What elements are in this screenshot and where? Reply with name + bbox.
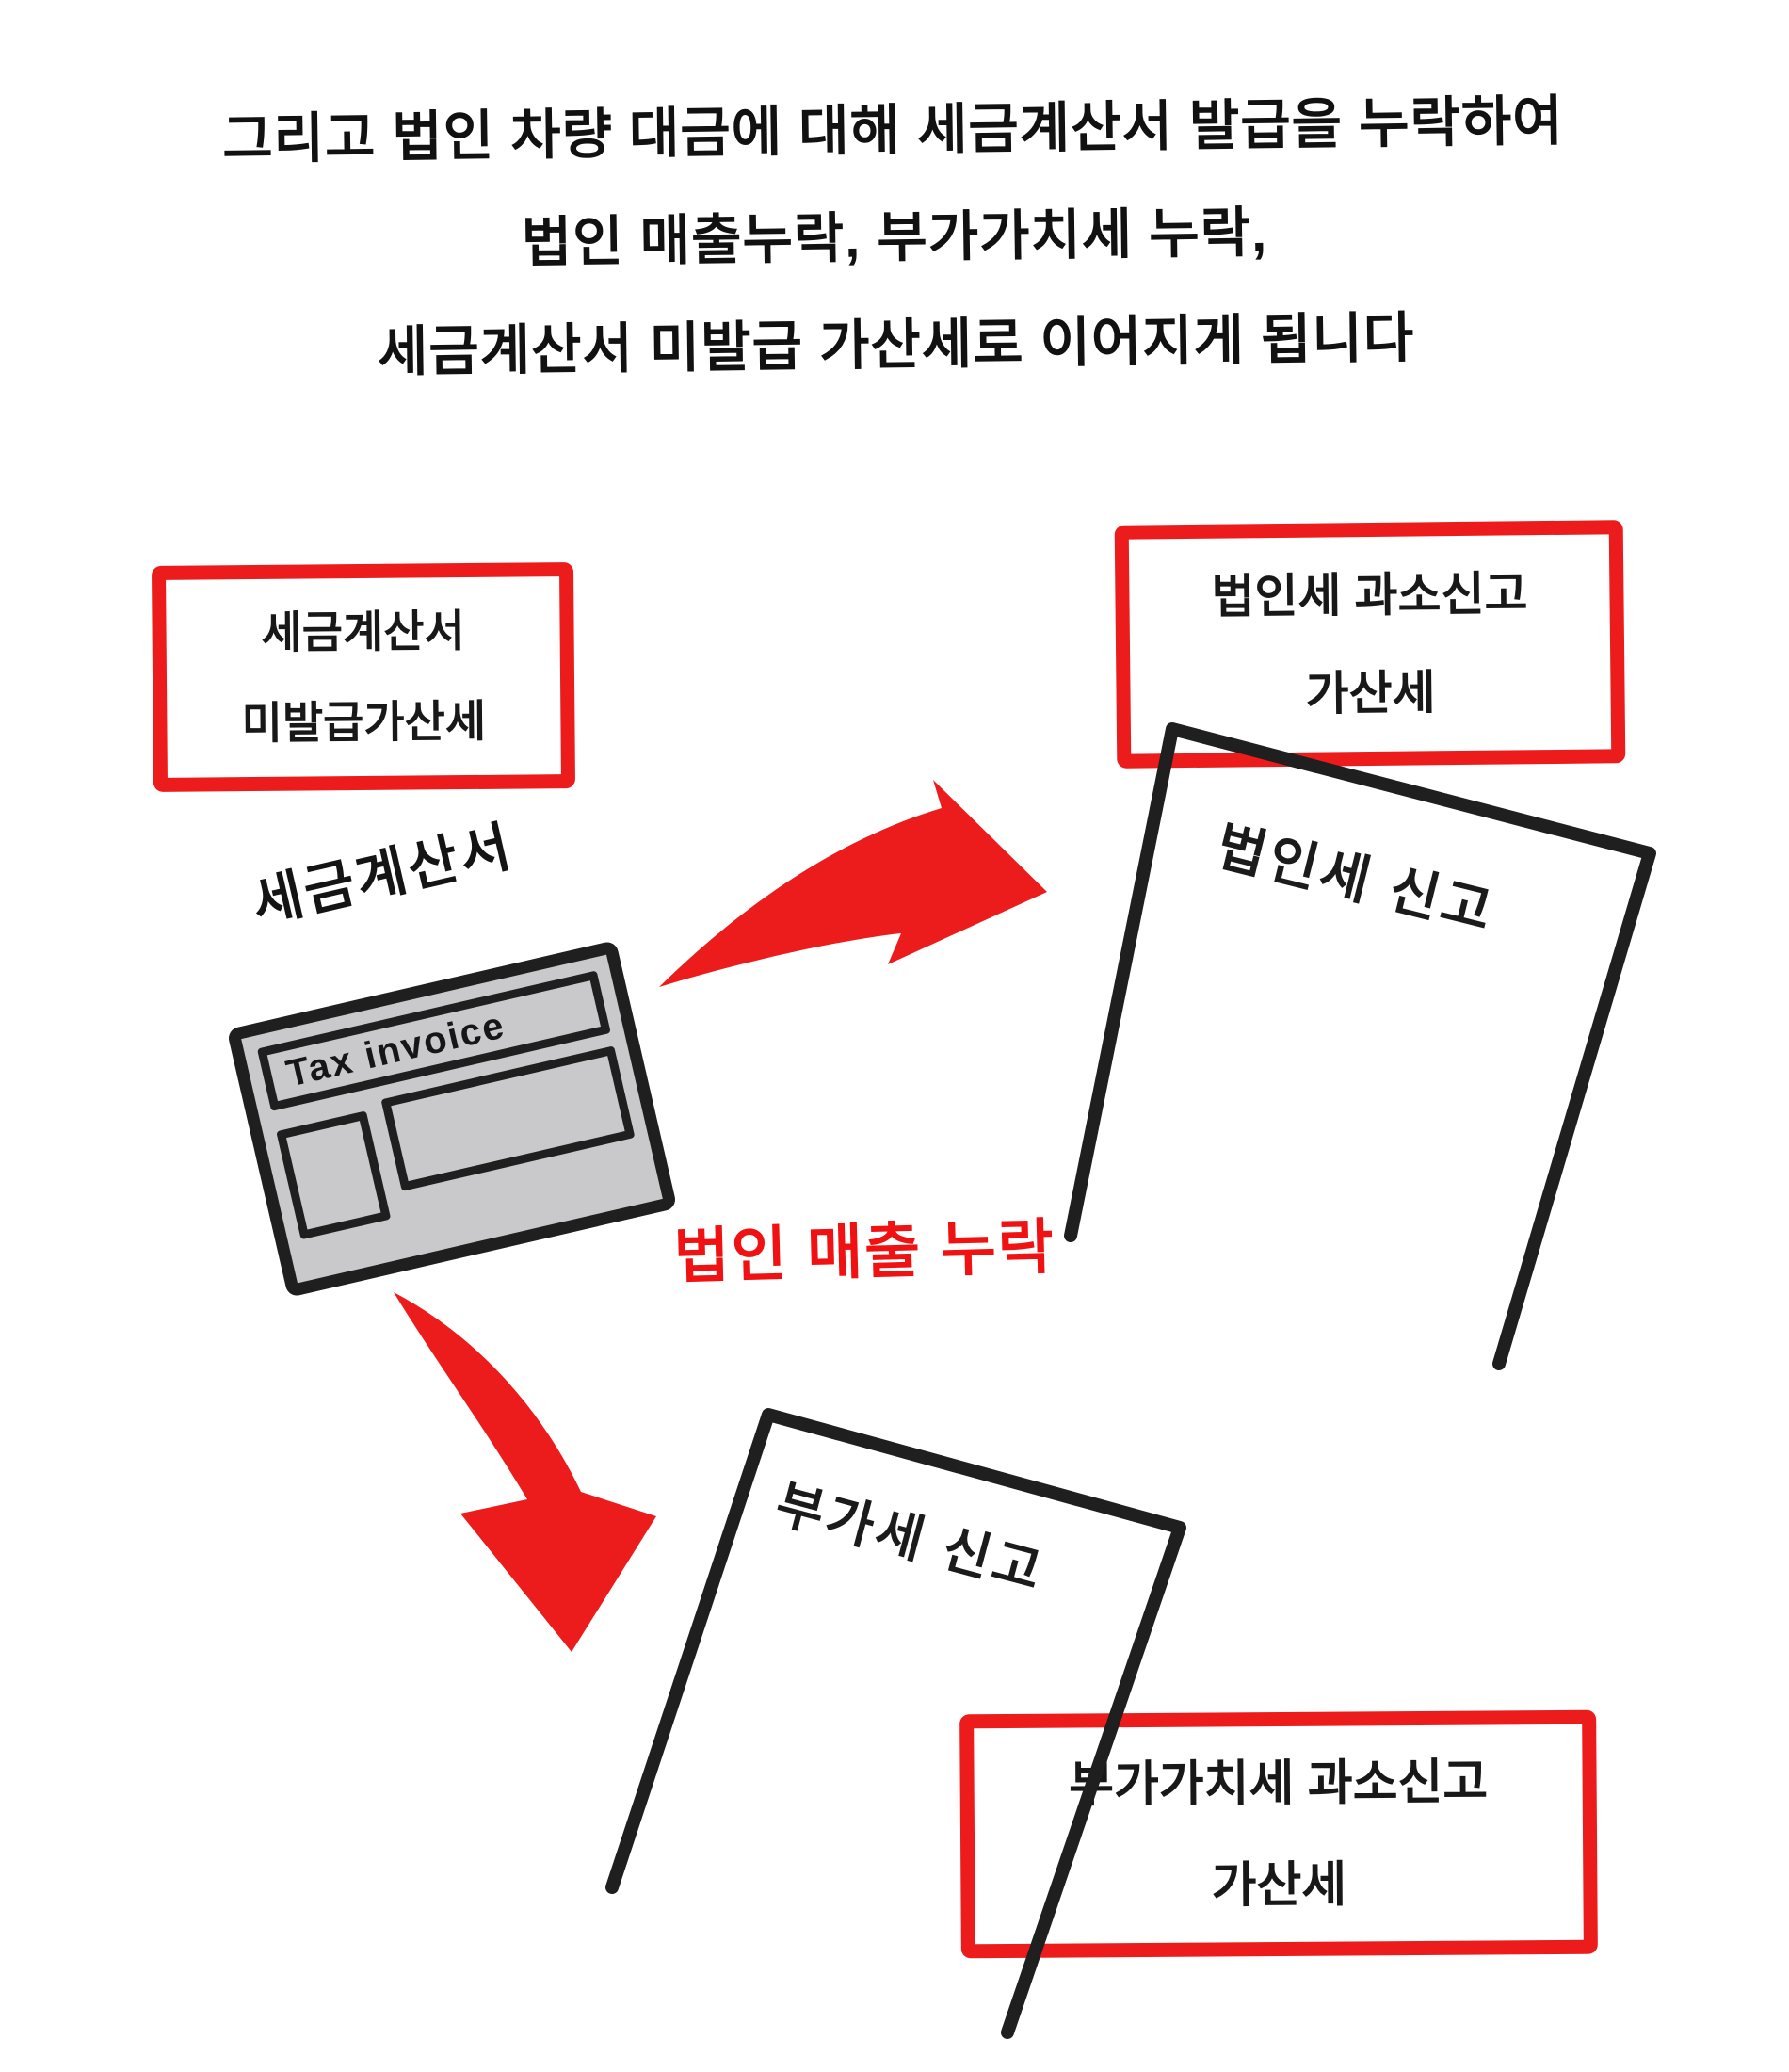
invoice-field-small	[276, 1110, 392, 1240]
sales-omission-note: 법인 매출 누락	[672, 1212, 1056, 1291]
corporate-tax-penalty-line-2: 가산세	[1305, 666, 1436, 720]
corporate-tax-report-label: 법인세 신고	[1210, 816, 1502, 944]
vat-penalty-line-2: 가산세	[1211, 1856, 1347, 1913]
corporate-tax-document-outline	[1064, 722, 1656, 1370]
corporate-tax-penalty-line-1: 법인세 과소신고	[1211, 567, 1528, 623]
corporate-tax-penalty-box: 법인세 과소신고 가산세	[1114, 520, 1626, 769]
invoice-penalty-line-2: 미발급가산세	[241, 695, 487, 749]
invoice-penalty-box: 세금계산서 미발급가산세	[151, 562, 576, 792]
curved-arrow-down-icon	[394, 1292, 656, 1652]
curved-arrow-right-icon	[659, 780, 1047, 987]
vat-penalty-box: 부가가치세 과소신고 가산세	[959, 1709, 1598, 1959]
invoice-handwritten-label: 세금계산서	[246, 815, 519, 935]
invoice-penalty-line-1: 세금계산서	[261, 606, 465, 657]
vat-penalty-line-1: 부가가치세 과소신고	[1068, 1754, 1489, 1813]
header-text: 그리고 법인 차량 대금에 대해 세금계산서 발급을 누락하여 법인 매출누락,…	[0, 65, 1789, 412]
vat-report-label: 부가세 신고	[769, 1474, 1052, 1602]
